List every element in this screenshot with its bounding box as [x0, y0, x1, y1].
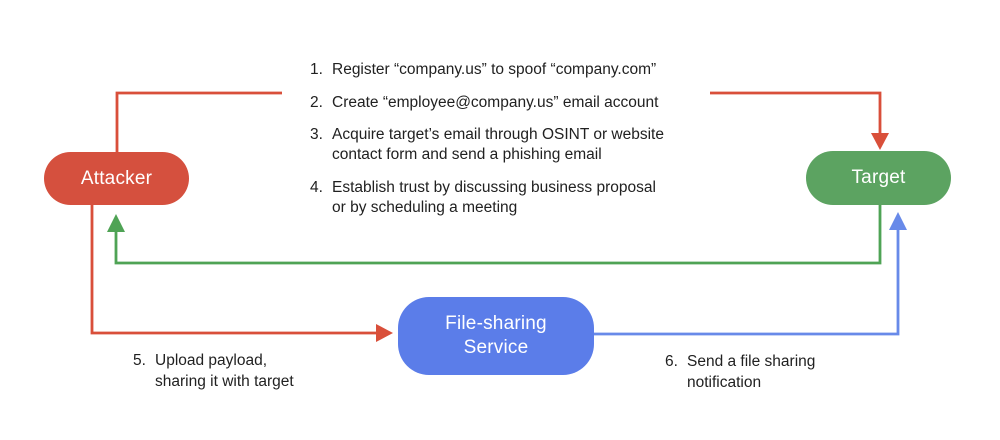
arrow-steps-to-target [710, 91, 889, 150]
step-item-5: 5. Upload payload, sharing it with targe… [133, 350, 343, 392]
arrow-attacker-to-steps [115, 91, 282, 152]
file-sharing-label: File-sharing Service [445, 313, 547, 358]
attacker-node: Attacker [44, 152, 189, 205]
arrow-attacker-to-fileshare [90, 205, 393, 342]
target-node: Target [806, 151, 951, 205]
step-number: 1. [310, 61, 323, 78]
red-arrowhead-right-icon [376, 324, 393, 342]
step-text: Acquire target’s email through OSINT or … [332, 126, 664, 163]
step-item-2: 2. Create “employee@company.us” email ac… [310, 93, 740, 113]
step-item-6: 6. Send a file sharing notification [665, 351, 875, 393]
file-sharing-node: File-sharing Service [398, 297, 594, 375]
step-number: 4. [310, 178, 323, 196]
red-arrowhead-down-icon [871, 133, 889, 150]
step-number: 6. [665, 353, 678, 370]
green-arrowhead-up-icon [107, 214, 125, 232]
step-item-3: 3. Acquire target’s email through OSINT … [310, 125, 740, 165]
step-number: 2. [310, 93, 323, 111]
steps-list: 1. Register “company.us” to spoof “compa… [310, 60, 740, 218]
step-text: Upload payload, sharing it with target [155, 352, 294, 390]
step-number: 5. [133, 352, 146, 369]
blue-arrowhead-up-icon [889, 212, 907, 230]
step-item-4: 4. Establish trust by discussing busines… [310, 178, 740, 218]
arrow-fileshare-to-target [593, 212, 907, 336]
arrow-target-to-attacker [107, 205, 882, 265]
step-text: Establish trust by discussing business p… [332, 178, 656, 216]
step-text: Register “company.us” to spoof “company.… [332, 61, 657, 78]
step-text: Send a file sharing notification [687, 353, 816, 391]
step-text: Create “employee@company.us” email accou… [332, 93, 659, 111]
attacker-label: Attacker [80, 167, 153, 189]
step-item-1: 1. Register “company.us” to spoof “compa… [310, 60, 740, 80]
target-label: Target [851, 167, 906, 188]
step-number: 3. [310, 126, 323, 143]
